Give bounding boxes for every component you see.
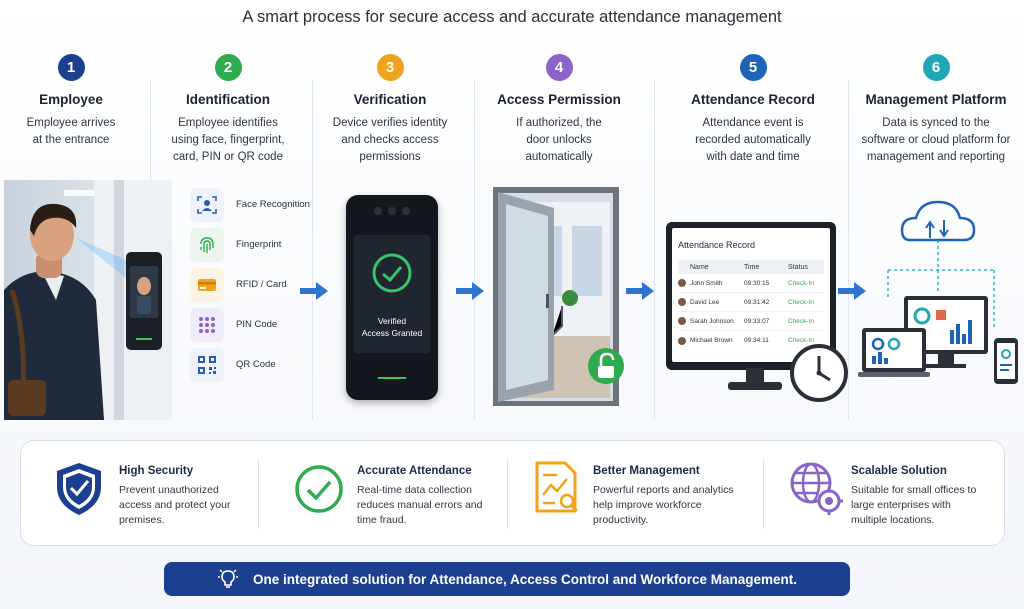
process-steps: 1 Employee Employee arrives at the entra…	[0, 54, 1024, 184]
solution-banner: One integrated solution for Attendance, …	[164, 562, 850, 596]
flow-arrow-icon	[456, 282, 484, 300]
avatar	[678, 336, 686, 345]
feature-description: Suitable for small offices to large ente…	[851, 484, 977, 526]
face-scan-icon	[190, 188, 224, 222]
step-title: Attendance Record	[691, 92, 815, 107]
step-title: Verification	[353, 92, 427, 107]
check-circle-icon	[295, 465, 343, 513]
column-divider	[848, 80, 849, 420]
column-divider	[474, 80, 475, 420]
lightbulb-icon	[217, 569, 238, 588]
card-icon	[190, 268, 224, 302]
step-verification: 3 Verification Device verifies identity …	[305, 54, 475, 166]
step-attendance-record: 5 Attendance Record Attendance event is …	[668, 54, 838, 166]
step-identification: 2 Identification Employee identifies usi…	[143, 54, 313, 166]
table-row: Sarah Johnson 09:33:07 Check-In	[678, 312, 824, 331]
report-chart-icon	[535, 461, 579, 513]
step-description: Device verifies identity and checks acce…	[332, 117, 448, 163]
column-header: Time	[744, 263, 760, 271]
table-header: Name Time Status	[678, 260, 824, 274]
flow-arrow-icon	[626, 282, 654, 300]
step-title: Employee	[39, 92, 103, 107]
attendance-table: Name Time Status John Smith 09:30:15 Che…	[678, 260, 824, 350]
method-label: QR Code	[236, 359, 276, 370]
feature-divider	[258, 459, 259, 529]
feature-description: Prevent unauthorized access and protect …	[119, 484, 231, 526]
fingerprint-icon	[190, 228, 224, 262]
step-description: Data is synced to the software or cloud …	[861, 117, 1011, 163]
monitor-stand	[728, 368, 782, 390]
step-number: 6	[922, 54, 950, 81]
status-led	[378, 377, 406, 379]
camera-sensors	[374, 207, 410, 215]
feature-title: Better Management	[593, 465, 700, 477]
step-description: Employee identifies using face, fingerpr…	[171, 117, 285, 163]
check-circle-icon	[372, 253, 412, 293]
step-number: 1	[57, 54, 85, 81]
step-number: 2	[214, 54, 242, 81]
qr-code-icon	[190, 348, 224, 382]
avatar	[678, 317, 686, 325]
step-description: Attendance event is recorded automatical…	[695, 117, 811, 163]
feature-accurate-attendance: Accurate Attendance Real-time data colle…	[293, 441, 513, 547]
table-row: David Lee 09:31:42 Check-In	[678, 293, 824, 312]
method-label: Face Recognition	[236, 199, 310, 210]
feature-scalable-solution: Scalable Solution Suitable for small off…	[789, 441, 999, 547]
feature-title: Scalable Solution	[851, 465, 947, 477]
feature-divider	[763, 459, 764, 529]
column-divider	[312, 80, 313, 420]
feature-description: Real-time data collection reduces manual…	[357, 484, 483, 526]
step-title: Management Platform	[865, 92, 1007, 107]
feature-better-management: Better Management Powerful reports and a…	[533, 441, 763, 547]
keypad-icon	[190, 308, 224, 342]
banner-text: One integrated solution for Attendance, …	[252, 571, 798, 587]
feature-high-security: High Security Prevent unauthorized acces…	[55, 441, 255, 547]
feature-divider	[507, 459, 508, 529]
avatar	[678, 298, 686, 306]
access-granted-text: Access Granted	[361, 328, 423, 338]
employee-illustration	[4, 180, 172, 420]
step-access-permission: 4 Access Permission If authorized, the d…	[474, 54, 644, 166]
column-divider	[654, 80, 655, 420]
features-panel: High Security Prevent unauthorized acces…	[20, 440, 1005, 546]
step-number: 4	[545, 54, 573, 81]
management-platform-illustration	[858, 200, 1018, 384]
feature-description: Powerful reports and analytics help impr…	[593, 484, 734, 526]
page-title: A smart process for secure access and ac…	[242, 8, 782, 26]
step-title: Identification	[186, 92, 270, 107]
table-row: Michael Brown 09:34:11 Check-In	[678, 331, 824, 350]
globe-gear-icon	[790, 462, 843, 515]
flow-arrow-icon	[838, 282, 866, 300]
open-door-illustration	[493, 187, 624, 406]
step-title: Access Permission	[497, 92, 621, 107]
feature-title: Accurate Attendance	[357, 465, 472, 477]
method-label: RFID / Card	[236, 279, 287, 290]
step-description: If authorized, the door unlocks automati…	[516, 117, 602, 163]
attendance-record-title: Attendance Record	[678, 240, 756, 250]
feature-title: High Security	[119, 465, 194, 477]
step-number: 5	[739, 54, 767, 81]
attendance-screen: Attendance Record Name Time Status John …	[672, 228, 830, 362]
attendance-monitor: Attendance Record Name Time Status John …	[666, 222, 836, 370]
method-label: PIN Code	[236, 319, 278, 330]
flow-arrow-icon	[300, 282, 328, 300]
clock-icon	[790, 344, 848, 402]
column-header: Status	[788, 263, 808, 271]
shield-check-icon	[57, 463, 101, 515]
table-row: John Smith 09:30:15 Check-In	[678, 274, 824, 293]
avatar	[678, 279, 686, 287]
verification-device: Verified Access Granted	[346, 195, 438, 400]
step-employee: 1 Employee Employee arrives at the entra…	[0, 54, 156, 149]
step-number: 3	[376, 54, 404, 81]
device-screen: Verified Access Granted	[354, 235, 430, 353]
column-header: Name	[690, 263, 709, 271]
method-label: Fingerprint	[236, 239, 282, 250]
step-management-platform: 6 Management Platform Data is synced to …	[851, 54, 1021, 166]
step-description: Employee arrives at the entrance	[26, 117, 116, 146]
verified-text: Verified	[377, 316, 407, 326]
